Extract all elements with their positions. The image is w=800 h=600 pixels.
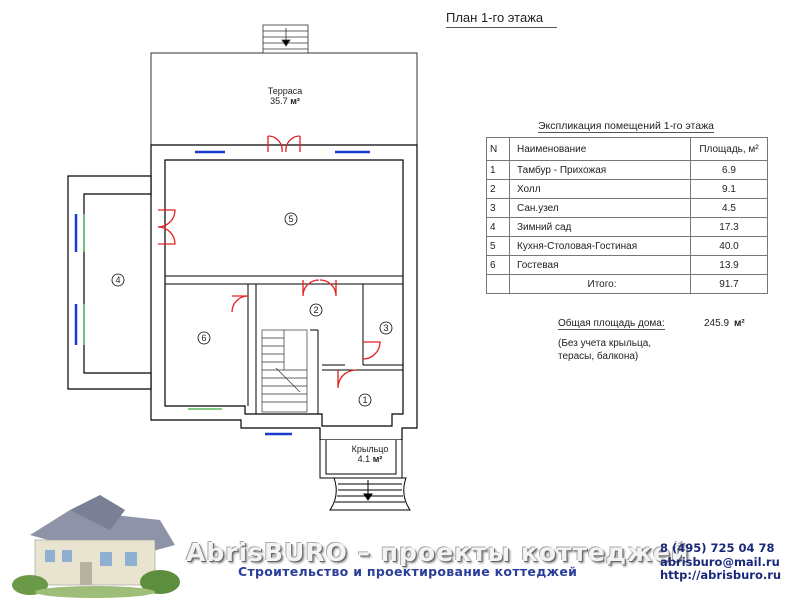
terrace-label: Терраса 35.7 м²: [250, 86, 320, 106]
terrace-area: 35.7: [270, 96, 288, 106]
brand-logo-text: AbrisBURO – проекты коттеджей: [186, 538, 690, 567]
room-markers: [111, 212, 393, 407]
row-name: Гостевая: [509, 255, 691, 275]
contact-email[interactable]: abrisburo@mail.ru: [660, 555, 780, 569]
terrace: [150, 52, 418, 146]
room-number-2: 2: [313, 305, 319, 315]
room-number-3: 3: [383, 323, 389, 333]
windows: [74, 150, 370, 436]
terrace-unit: м²: [290, 96, 300, 106]
house-total-label: Общая площадь дома:: [558, 318, 665, 330]
room-number-4: 4: [115, 275, 121, 285]
row-name: Кухня-Столовая-Гостиная: [509, 236, 691, 256]
windows-green: [83, 214, 222, 410]
row-area: 17.3: [690, 217, 768, 237]
row-n: 4: [486, 217, 510, 237]
total-value: 91.7: [690, 274, 768, 294]
row-n: 6: [486, 255, 510, 275]
doors: [157, 135, 381, 389]
header-area: Площадь, м²: [690, 137, 768, 161]
row-name: Холл: [509, 179, 691, 199]
page-title: План 1-го этажа: [446, 10, 558, 28]
room-number-6: 6: [201, 333, 207, 343]
row-n: 2: [486, 179, 510, 199]
row-n: 1: [486, 160, 510, 180]
contact-phone: 8 (495) 725 04 78: [660, 541, 775, 555]
house-total-value: 245.9: [704, 318, 730, 329]
row-area: 13.9: [690, 255, 768, 275]
contact-site[interactable]: http://abrisburo.ru: [660, 568, 782, 582]
room-number-5: 5: [288, 214, 294, 224]
terrace-stairs: [262, 24, 309, 54]
table-total-row: Итого:91.7: [486, 274, 768, 294]
row-area: 40.0: [690, 236, 768, 256]
row-area: 4.5: [690, 198, 768, 218]
house-total-unit: м²: [734, 318, 745, 329]
porch-name: Крыльцо: [351, 444, 389, 454]
porch-unit: м²: [372, 454, 383, 464]
house-total-note: (Без учета крыльца, терасы, балкона): [558, 338, 652, 362]
interior-stairs: [261, 329, 308, 413]
room-number-1: 1: [362, 395, 368, 405]
row-n: 5: [486, 236, 510, 256]
explication-title: Экспликация помещений 1-го этажа: [538, 120, 714, 133]
header-name: Наименование: [509, 137, 691, 161]
row-area: 9.1: [690, 179, 768, 199]
row-name: Сан.узел: [509, 198, 691, 218]
row-area: 6.9: [690, 160, 768, 180]
porch-area: 4.1: [357, 454, 371, 464]
outer-walls: [67, 144, 418, 441]
row-name: Зимний сад: [509, 217, 691, 237]
brand-slogan: Строительство и проектирование коттеджей: [238, 564, 578, 579]
terrace-name: Терраса: [267, 86, 303, 96]
wall-hatch: [165, 275, 403, 414]
house-illustration: [12, 495, 180, 598]
total-label: Итого:: [509, 274, 691, 294]
row-n: 3: [486, 198, 510, 218]
porch-label: Крыльцо 4.1 м²: [340, 444, 400, 464]
total-n: [486, 274, 510, 294]
row-name: Тамбур - Прихожая: [509, 160, 691, 180]
porch: [319, 440, 411, 511]
header-n: N: [486, 137, 510, 161]
table-header: N Наименование Площадь, м²: [486, 137, 768, 161]
